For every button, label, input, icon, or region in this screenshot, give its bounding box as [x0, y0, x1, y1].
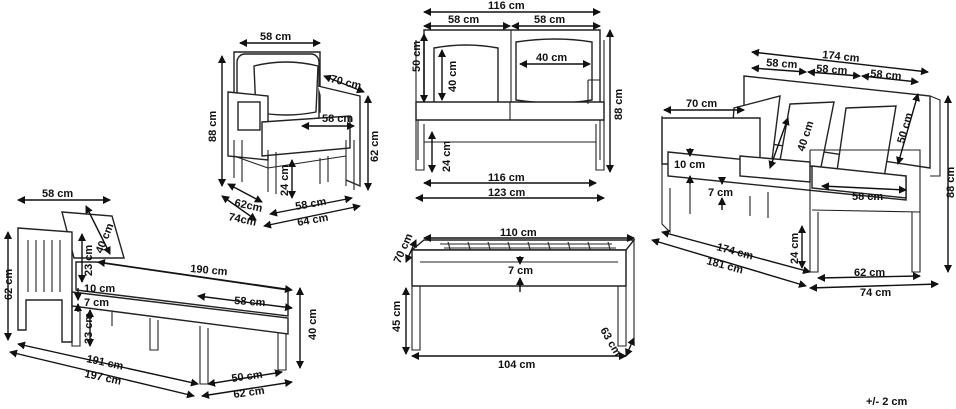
sofa-seat-depth-line [821, 182, 907, 194]
sofa-back-height-line [896, 93, 920, 165]
lounger-cushion-height-line [85, 205, 111, 255]
lounger-total-length: 190 cm [190, 263, 228, 278]
armchair-depth-top-line [323, 74, 365, 94]
sofa-depth-inner-line [817, 272, 921, 282]
lounger-total-length-line [97, 259, 293, 293]
sofa-cushion-left: 10 cm [674, 159, 705, 171]
armchair-height-right: 62 cm [369, 131, 381, 162]
sofa-leg-height: 24 cm [789, 233, 801, 264]
loveseat-cushion-height: 40 cm [447, 61, 459, 92]
sofa-bottom-outer-line [651, 238, 807, 288]
table-leg-span: 104 cm [498, 359, 536, 371]
armchair-bottom-width-outer-line [263, 203, 361, 229]
loveseat-total-top: 116 cm [488, 0, 525, 12]
loveseat-cushion-width: 40 cm [536, 52, 567, 64]
tolerance-note: +/- 2 cm [866, 396, 907, 408]
lounger-pad-thickness: 10 cm [84, 283, 115, 295]
sofa-seat-1: 58 cm [766, 57, 798, 71]
sofa-total-top-line [751, 48, 929, 76]
table-depth-line [405, 239, 417, 263]
loveseat-seat-left: 58 cm [448, 14, 479, 26]
lounger-back-width: 58 cm [42, 188, 73, 200]
table-height: 45 cm [391, 301, 403, 332]
loveseat-dimensions: 116 cm 58 cm 58 cm 50 cm 40 cm 40 cm 88 … [411, 0, 625, 202]
loveseat-drawing [415, 29, 605, 171]
lounger-back-upper: 23 cm [83, 245, 95, 276]
sofa-depth-inner: 62 cm [854, 267, 885, 279]
table-depth-bottom: 63 cm [597, 326, 623, 359]
loveseat-total-height: 88 cm [613, 89, 625, 120]
sofa-cushion-mid-line [768, 117, 790, 169]
armchair-width-top: 58 cm [260, 31, 291, 43]
armchair-seat-depth: 58 cm [322, 113, 353, 125]
sofa-arm-depth: 70 cm [686, 98, 717, 110]
lounger-leg-height: 23 cm [83, 313, 95, 344]
loveseat-seat-right: 58 cm [534, 14, 565, 26]
sofa-seat-3: 58 cm [870, 68, 902, 83]
lounger-width-outer-line [201, 379, 293, 399]
table-drawing [410, 238, 636, 351]
lounger-seat-width-line [197, 292, 293, 312]
sofa-seat-thickness: 7 cm [708, 187, 733, 199]
table-top-thickness: 7 cm [508, 265, 533, 277]
lounger-length-outer-line [9, 349, 195, 399]
armchair-bottom-width: 58 cm [294, 196, 327, 213]
lounger-width-outer: 62 cm [233, 385, 266, 401]
armchair-dimensions: 58 cm 70 cm 88 cm 62 cm 58 cm 24 cm 62cm… [207, 31, 381, 229]
sofa-seat-3-line [861, 72, 919, 86]
armchair-bottom-width-outer: 64 cm [296, 212, 329, 229]
lounger-height-right: 40 cm [307, 309, 319, 340]
sofa-seat-depth: 58 cm [852, 191, 883, 203]
sofa-total-top: 174 cm [822, 49, 861, 65]
sofa-depth-outer: 74 cm [860, 287, 891, 299]
lounger-width-inner: 50 cm [231, 369, 264, 385]
lounger-height-left: 62 cm [3, 269, 15, 300]
sofa-seat-1-line [751, 64, 807, 76]
armchair-leg-height: 24 cm [279, 165, 291, 196]
table-length-top: 110 cm [500, 227, 537, 239]
loveseat-leg-height: 24 cm [441, 141, 453, 172]
table-depth-bottom-line [625, 337, 635, 357]
sofa-depth-outer-line [809, 280, 939, 292]
armchair-drawing [227, 51, 361, 194]
sofa-dimensions: 174 cm 58 cm 58 cm 58 cm 70 cm 10 cm 40 … [651, 48, 956, 299]
sofa-seat-2: 58 cm [816, 63, 848, 77]
armchair-height-left: 88 cm [207, 111, 219, 142]
armchair-bottom-depth-outer: 74cm [227, 211, 257, 229]
loveseat-back-height: 50 cm [411, 41, 423, 72]
sofa-total-height: 88 cm [945, 167, 956, 198]
loveseat-bottom-outer: 123 cm [488, 187, 526, 199]
loveseat-bottom-inner: 116 cm [488, 172, 525, 184]
armchair-bottom-depth-outer-line [221, 195, 257, 221]
lounger-frame-thickness: 7 cm [84, 297, 109, 309]
lounger-seat-width: 58 cm [234, 295, 266, 309]
sofa-seat-2-line [807, 68, 861, 80]
